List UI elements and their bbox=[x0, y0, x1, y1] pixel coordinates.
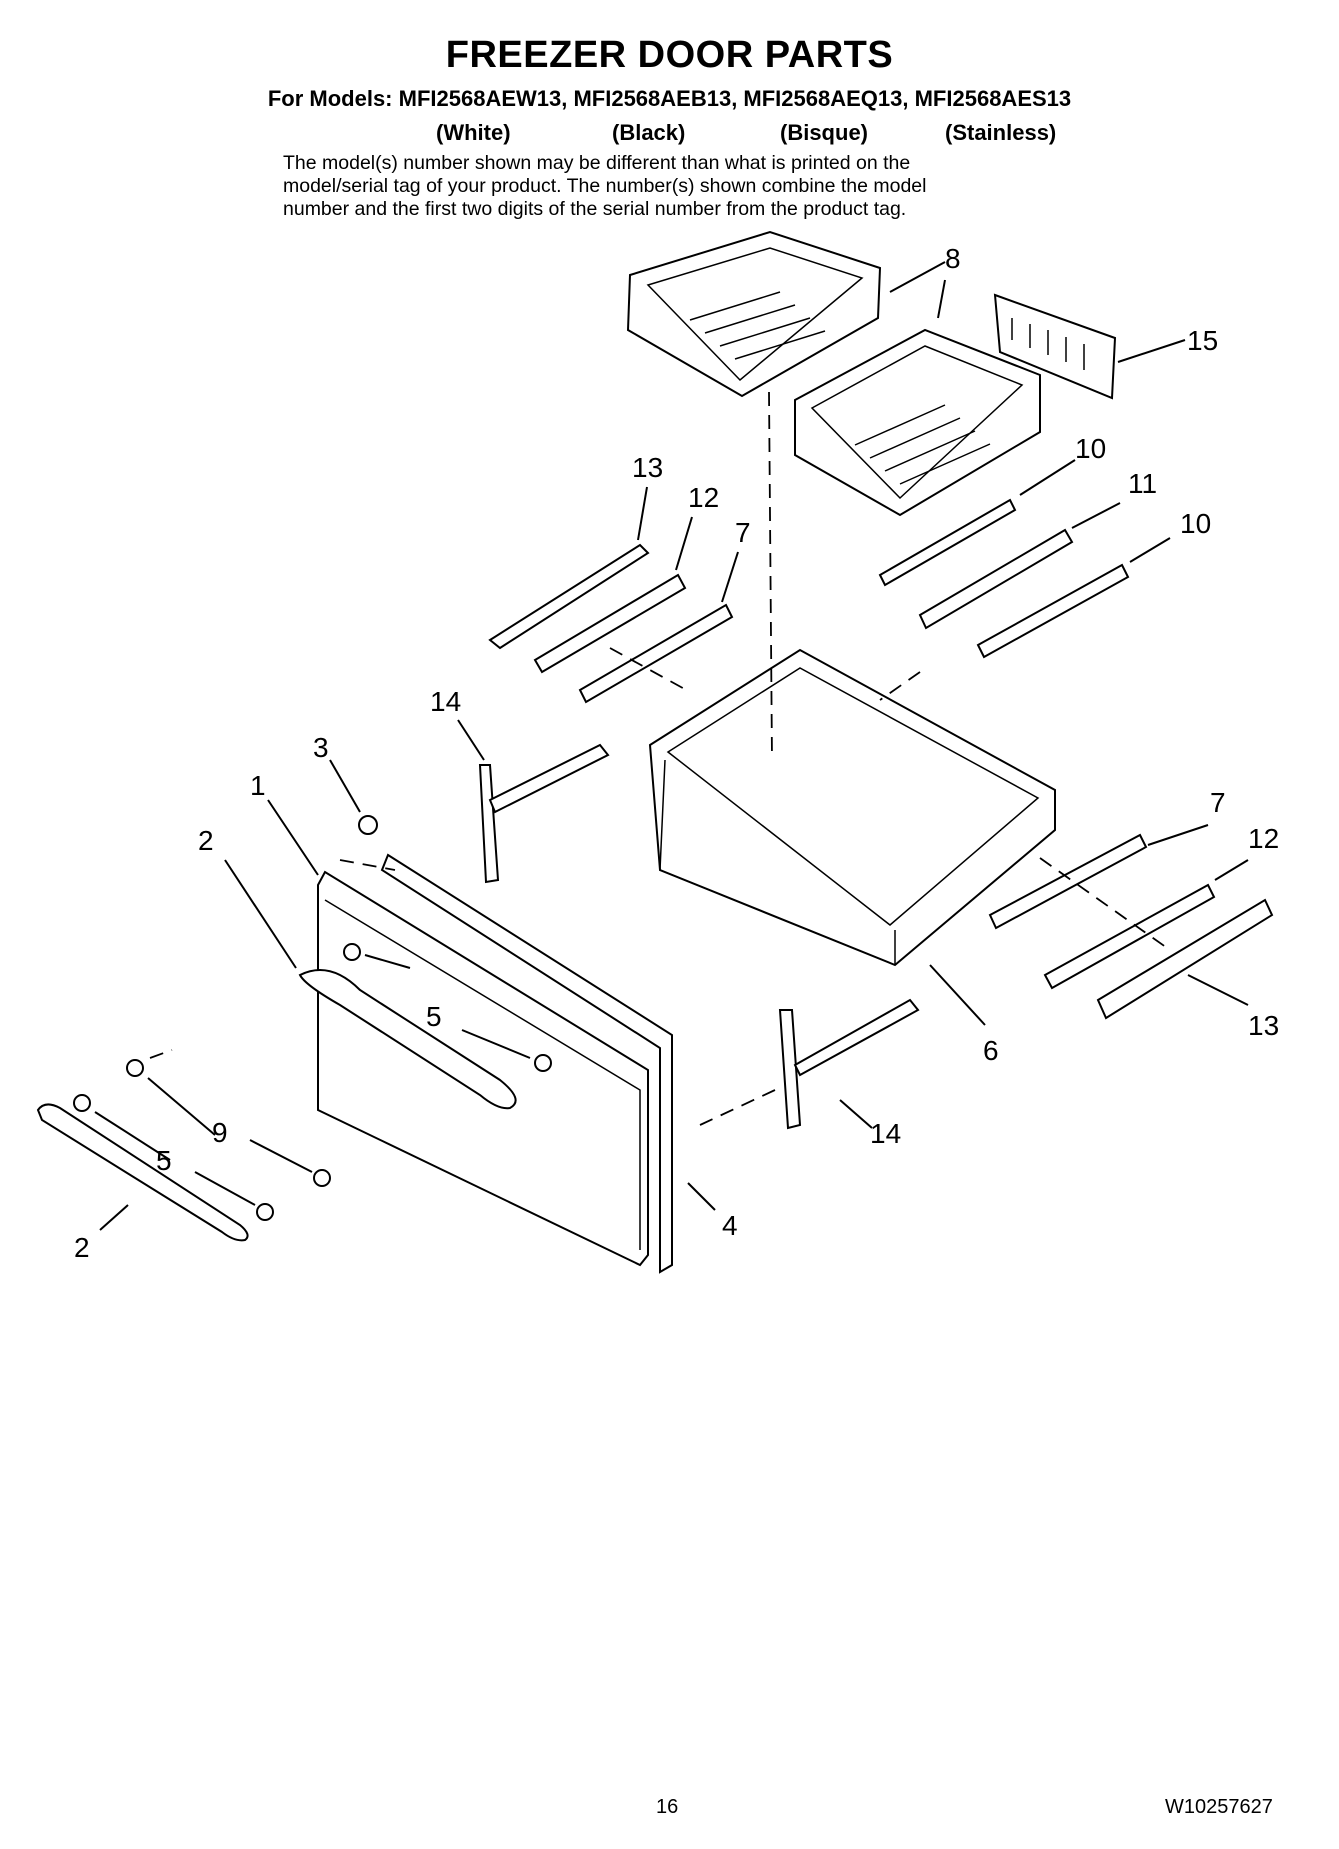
callout-7a: 7 bbox=[735, 517, 751, 548]
lower-basket bbox=[648, 648, 1056, 967]
screw-3 bbox=[358, 815, 378, 835]
note-line-1: The model(s) number shown may be differe… bbox=[283, 152, 911, 174]
callout-5b: 5 bbox=[156, 1145, 172, 1176]
freezer-door bbox=[317, 853, 673, 1274]
callout-2b: 2 bbox=[74, 1232, 90, 1263]
upper-basket-right bbox=[794, 328, 1041, 517]
screw-9a bbox=[126, 1059, 144, 1077]
upper-basket-left bbox=[626, 230, 882, 398]
page-title: FREEZER DOOR PARTS bbox=[445, 34, 894, 76]
note-line-2: model/serial tag of your product. The nu… bbox=[283, 175, 927, 197]
upper-left-slide-rails bbox=[488, 543, 734, 704]
callout-5a: 5 bbox=[426, 1001, 442, 1032]
drawer-handle bbox=[36, 1103, 249, 1242]
bracket-right bbox=[778, 998, 920, 1130]
color-stainless: (Stainless) bbox=[945, 120, 1057, 145]
models-line: For Models: MFI2568AEW13, MFI2568AEB13, … bbox=[267, 86, 1072, 111]
callout-10b: 10 bbox=[1180, 508, 1211, 539]
callout-12b: 12 bbox=[1248, 823, 1279, 854]
screw-5d bbox=[256, 1203, 274, 1221]
lower-right-slide-rails bbox=[988, 833, 1274, 1020]
callout-1: 1 bbox=[250, 770, 266, 801]
callout-8: 8 bbox=[945, 243, 961, 274]
bracket-left bbox=[478, 743, 610, 884]
callout-3: 3 bbox=[313, 732, 329, 763]
callout-11: 11 bbox=[1128, 468, 1157, 499]
callout-10a: 10 bbox=[1075, 433, 1106, 464]
page-number: 16 bbox=[656, 1796, 679, 1818]
callout-13b: 13 bbox=[1248, 1010, 1279, 1041]
callout-6: 6 bbox=[983, 1035, 999, 1066]
callout-2a: 2 bbox=[198, 825, 214, 856]
callout-4: 4 bbox=[722, 1210, 738, 1241]
door-handle bbox=[298, 969, 517, 1110]
note-line-3: number and the first two digits of the s… bbox=[283, 198, 907, 220]
callout-14a: 14 bbox=[430, 686, 461, 717]
callout-14b: 14 bbox=[870, 1118, 901, 1149]
callout-15: 15 bbox=[1187, 325, 1218, 356]
screw-5b bbox=[534, 1054, 552, 1072]
callout-12a: 12 bbox=[688, 482, 719, 513]
callout-7b: 7 bbox=[1210, 787, 1226, 818]
divider-panel bbox=[993, 293, 1117, 400]
callout-13a: 13 bbox=[632, 452, 663, 483]
color-white: (White) bbox=[436, 120, 511, 145]
callout-9: 9 bbox=[212, 1117, 228, 1148]
model-number-note: The model(s) number shown may be differe… bbox=[283, 152, 1103, 221]
screw-5c bbox=[73, 1094, 91, 1112]
screw-9b bbox=[313, 1169, 331, 1187]
color-bisque: (Bisque) bbox=[780, 120, 868, 145]
screw-5a bbox=[343, 943, 361, 961]
document-number: W10257627 bbox=[1165, 1796, 1273, 1818]
color-black: (Black) bbox=[612, 120, 686, 145]
upper-right-slide-rails bbox=[878, 498, 1130, 659]
